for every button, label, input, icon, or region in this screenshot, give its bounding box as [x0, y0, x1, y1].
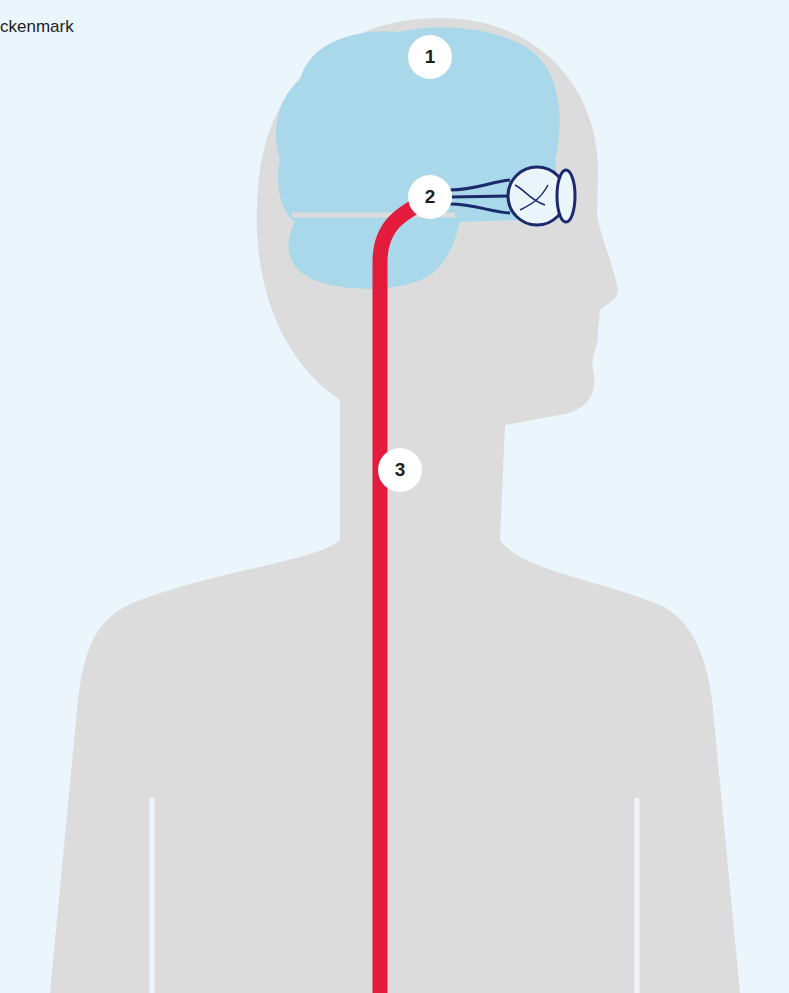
spinal-cord: [380, 196, 434, 993]
callout-number: 3: [378, 448, 422, 492]
callout-number: 2: [408, 175, 452, 219]
callout-number: 1: [408, 35, 452, 79]
eye: [508, 167, 575, 225]
body-silhouette: [50, 18, 740, 993]
optic-nerve: [450, 180, 510, 213]
brain: [276, 27, 560, 289]
arm-gap: [150, 800, 155, 993]
legend-fragment: ckenmark: [0, 17, 74, 37]
arm-gap: [635, 800, 640, 993]
